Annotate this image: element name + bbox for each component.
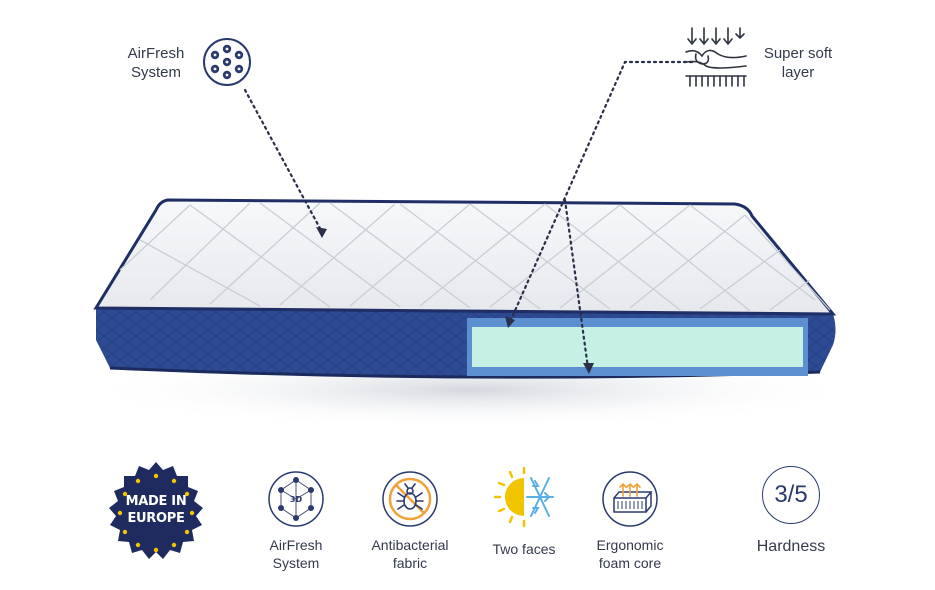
hardness-circle: 3/5 xyxy=(762,466,820,524)
supersoft-arrow-line xyxy=(508,60,694,324)
supersoft-arrow-line-2 xyxy=(563,198,590,370)
feature-airfresh: 3D AirFresh System xyxy=(246,470,346,572)
hardness-value: 3/5 xyxy=(774,481,808,508)
feature-antibacterial-line2: fabric xyxy=(392,555,428,571)
feature-airfresh-line2: System xyxy=(272,555,320,571)
svg-text:3D: 3D xyxy=(290,495,303,504)
supersoft-arrow-head-2 xyxy=(583,363,594,374)
feature-airfresh-label: AirFresh System xyxy=(246,536,346,572)
airfresh-callout-label: AirFresh System xyxy=(118,44,194,82)
feature-antibacterial-line1: Antibacterial xyxy=(371,537,449,553)
feature-ergonomic: Ergonomic foam core xyxy=(580,470,680,572)
airfresh-arrow-line xyxy=(243,88,324,234)
airfresh-arrow-head xyxy=(316,227,327,238)
made-in-europe-badge: MADE IN EUROPE xyxy=(103,460,209,566)
mattress-foam-icon xyxy=(601,470,659,528)
airfresh-3d-icon: 3D xyxy=(267,470,325,528)
badge-line2: EUROPE xyxy=(127,511,185,526)
hardness-indicator: 3/5 Hardness xyxy=(748,466,834,556)
hardness-label: Hardness xyxy=(756,538,826,555)
supersoft-callout-line1: Super soft xyxy=(763,45,833,62)
supersoft-arrow-head xyxy=(505,316,515,328)
feature-ergonomic-line1: Ergonomic xyxy=(596,537,664,553)
eu-stars-seal-icon xyxy=(109,462,203,559)
foam-cutaway-core xyxy=(472,327,803,367)
badge-line1: MADE IN xyxy=(125,494,187,509)
feature-antibacterial-label: Antibacterial fabric xyxy=(360,536,460,572)
supersoft-callout-label: Super soft layer xyxy=(752,44,844,82)
supersoft-callout-line2: layer xyxy=(781,64,815,81)
sun-snowflake-icon xyxy=(491,464,557,530)
feature-two-faces: Two faces xyxy=(474,466,574,558)
antibacterial-bug-icon xyxy=(381,470,439,528)
airfresh-callout-line1: AirFresh xyxy=(127,45,185,62)
feature-ergonomic-line2: foam core xyxy=(598,555,662,571)
feature-ergonomic-label: Ergonomic foam core xyxy=(580,536,680,572)
soft-layer-pressure-icon xyxy=(684,24,748,90)
airfresh-callout-line2: System xyxy=(130,64,181,81)
feature-antibacterial: Antibacterial fabric xyxy=(360,470,460,572)
feature-two-faces-label: Two faces xyxy=(474,540,574,558)
quilt-pattern xyxy=(119,202,831,312)
airfresh-holes-icon xyxy=(202,37,252,87)
feature-airfresh-line1: AirFresh xyxy=(269,537,323,553)
feature-two-faces-line1: Two faces xyxy=(492,541,556,557)
